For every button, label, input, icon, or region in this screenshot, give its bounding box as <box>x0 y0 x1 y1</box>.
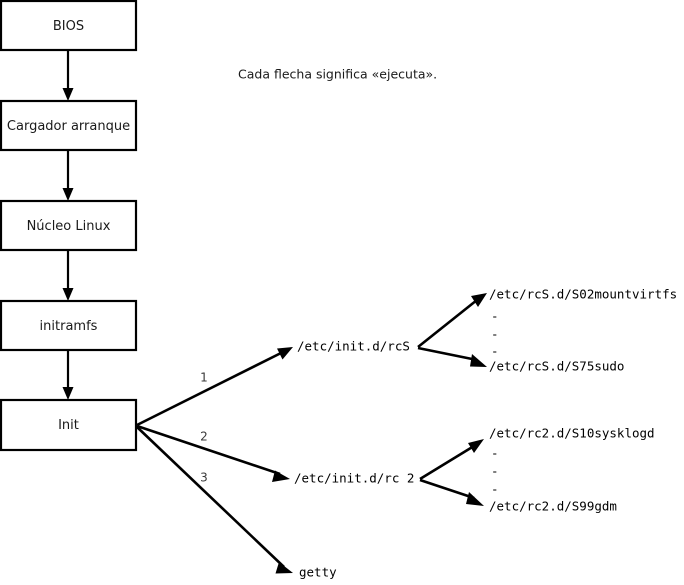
box-kernel-label: Núcleo Linux <box>27 219 111 234</box>
arrow-head-icon <box>62 188 74 201</box>
rcs-ellipsis-dash-3: - <box>491 344 499 359</box>
rcs-target-first: /etc/rcS.d/S02mountvirtfs <box>489 287 677 302</box>
arrow-head-icon <box>272 470 290 482</box>
arrow-head-icon <box>275 562 293 574</box>
fan-edge-2: 2 <box>136 424 290 482</box>
arrow-head-icon <box>62 387 74 400</box>
rc2-branch-upper <box>419 439 484 481</box>
fan-edge-1: 1 <box>136 347 293 427</box>
arrow-head-icon <box>466 492 484 506</box>
arrow-head-icon <box>62 88 74 101</box>
box-bios: BIOS <box>0 0 138 52</box>
chain-arrow-kernel-to-initramfs <box>62 250 74 301</box>
arrow-head-icon <box>62 288 74 301</box>
diagram-caption: Cada flecha significa «ejecuta». <box>238 67 437 82</box>
arrow-head-icon <box>470 354 487 367</box>
chain-arrow-bootloader-to-kernel <box>62 150 74 201</box>
rc2-ellipsis-dash-1: - <box>491 446 499 461</box>
rcs-branch-upper <box>417 293 487 349</box>
chain-arrow-bios-to-bootloader <box>62 50 74 101</box>
rc2-ellipsis-dash-3: - <box>491 482 499 497</box>
chain-arrow-initramfs-to-init <box>62 350 74 400</box>
box-bootloader-label: Cargador arranque <box>7 119 130 134</box>
rc2-branch-lower <box>419 478 484 506</box>
node-label-getty: getty <box>299 565 337 580</box>
box-initramfs-label: initramfs <box>40 319 98 334</box>
rcs-target-last: /etc/rcS.d/S75sudo <box>489 359 624 374</box>
box-init-label: Init <box>58 418 79 433</box>
rc2-target-first: /etc/rc2.d/S10sysklogd <box>489 426 655 441</box>
edge-2-number: 2 <box>200 430 208 444</box>
node-label-rc2: /etc/init.d/rc 2 <box>294 471 414 486</box>
box-kernel: Núcleo Linux <box>0 199 138 252</box>
box-bios-label: BIOS <box>53 19 84 34</box>
node-label-rcs: /etc/init.d/rcS <box>297 339 410 354</box>
rc2-target-last: /etc/rc2.d/S99gdm <box>489 499 617 514</box>
arrow-head-icon <box>468 439 484 453</box>
edge-3-number: 3 <box>200 471 208 485</box>
fan-edge-3: 3 <box>136 426 293 574</box>
edge-1-number: 1 <box>200 371 208 385</box>
rcs-ellipsis-dash-1: - <box>491 309 499 324</box>
box-init: Init <box>0 398 138 452</box>
box-bootloader: Cargador arranque <box>0 99 138 152</box>
rcs-branch-lower <box>417 346 487 367</box>
box-initramfs: initramfs <box>0 299 138 352</box>
arrow-head-icon <box>277 347 293 360</box>
rc2-ellipsis-dash-2: - <box>491 464 499 479</box>
rcs-ellipsis-dash-2: - <box>491 327 499 342</box>
arrow-head-icon <box>471 293 487 307</box>
